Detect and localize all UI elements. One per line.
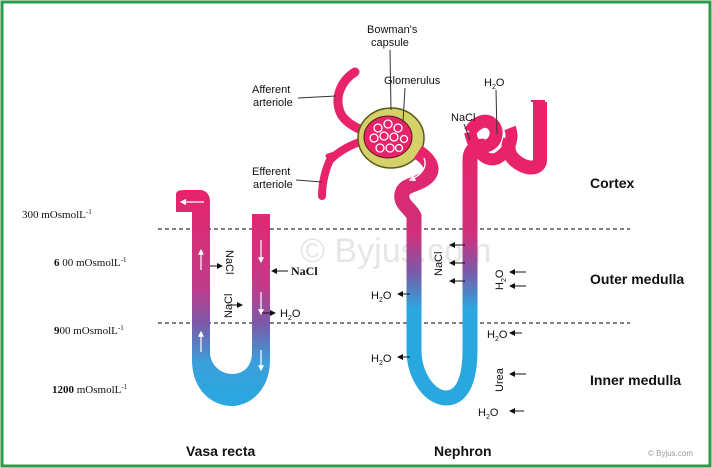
outer-medulla-label: Outer medulla [590, 271, 684, 287]
bowmans-capsule [358, 108, 424, 168]
vasa-recta-title: Vasa recta [186, 443, 255, 459]
osmolarity-300: 300 mOsmolL-1 [22, 208, 92, 221]
inner-medulla-label: Inner medulla [590, 372, 681, 388]
efferent-arteriole-label-2: arteriole [253, 179, 293, 191]
afferent-arteriole-label-2: arteriole [253, 97, 293, 109]
osmolarity-600: 6 00 mOsmolL-1 [54, 256, 127, 269]
vasa-nacl-down-label: NaCl [223, 250, 235, 274]
bowmans-capsule-label-1: Bowman's [367, 24, 418, 36]
urea-label: Urea [494, 367, 506, 392]
nephron-title: Nephron [434, 443, 492, 459]
vasa-nacl-up-label: NaCl [223, 294, 235, 318]
glomerulus-label: Glomerulus [384, 75, 441, 87]
nephron-nacl-label: NaCl [433, 252, 445, 276]
cortex-label: Cortex [590, 175, 635, 191]
nacl-top-label: NaCl [451, 112, 475, 124]
vasa-nacl-in-label: NaCl [291, 264, 318, 278]
corner-credit: © Byjus.com [648, 449, 693, 458]
efferent-arteriole-label-1: Efferent [252, 166, 290, 178]
osmolarity-900: 900 mOsmolL-1 [54, 324, 124, 337]
afferent-arteriole-label-1: Afferent [252, 84, 290, 96]
osmolarity-1200: 1200 mOsmolL-1 [52, 383, 128, 396]
bowmans-capsule-label-2: capsule [371, 37, 409, 49]
